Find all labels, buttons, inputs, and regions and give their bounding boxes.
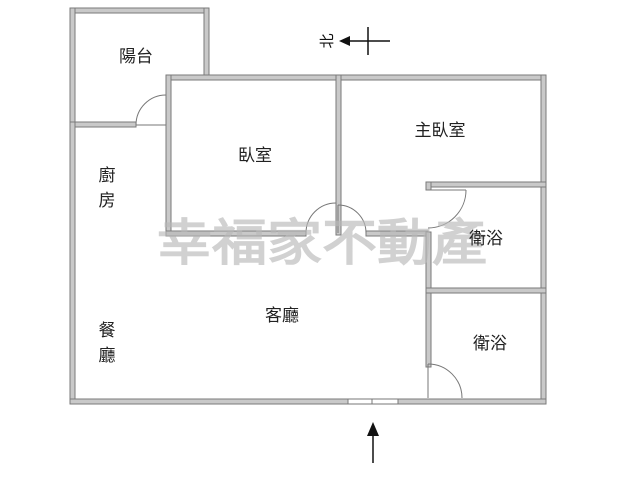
bedroom-wall-bottom-left <box>165 230 307 237</box>
balcony-wall-top <box>69 7 210 14</box>
bath1-wall-top <box>425 181 547 188</box>
bath-wall-left-upper <box>425 181 432 191</box>
room-label-bathroom-2: 衛浴 <box>473 334 507 354</box>
entrance-arrow-head <box>367 422 379 436</box>
entrance-arrow <box>367 422 379 463</box>
outer-wall-top <box>165 74 547 81</box>
walls <box>69 7 547 405</box>
door-bath1-arc <box>427 189 467 229</box>
outer-wall-bottom-right <box>397 398 547 405</box>
bedroom-wall-right <box>335 74 342 236</box>
room-label-master-bedroom: 主臥室 <box>415 121 466 141</box>
watermark: 幸福家不動產 <box>157 214 487 272</box>
room-label-bedroom: 臥室 <box>238 146 272 166</box>
door-bath2-arc <box>427 363 463 399</box>
room-label-kitchen-bottom: 房 <box>99 191 116 211</box>
room-label-kitchen-top: 廚 <box>99 165 116 186</box>
room-label-living-room: 客廳 <box>265 306 299 326</box>
balcony-wall-bottom <box>69 121 137 128</box>
north-compass: 北 <box>318 27 390 55</box>
doors <box>135 94 467 405</box>
north-arrow-head <box>339 36 350 46</box>
bath-wall-divider <box>425 287 547 294</box>
outer-wall-right <box>540 74 547 405</box>
outer-wall-left <box>69 121 76 405</box>
room-label-bathroom-1: 衛浴 <box>469 229 503 249</box>
balcony-wall-left <box>69 7 76 128</box>
balcony-wall-right <box>203 7 210 79</box>
room-label-balcony: 陽台 <box>119 47 153 67</box>
north-label: 北 <box>318 33 336 48</box>
outer-wall-bottom-left <box>69 398 349 405</box>
room-label-dining-bottom: 廳 <box>99 346 116 366</box>
door-master-arc <box>337 204 367 234</box>
bedroom-wall-left <box>165 74 172 236</box>
door-balcony-arc <box>135 94 167 126</box>
room-label-dining-top: 餐 <box>99 321 116 341</box>
door-bedroom-arc <box>305 202 337 234</box>
